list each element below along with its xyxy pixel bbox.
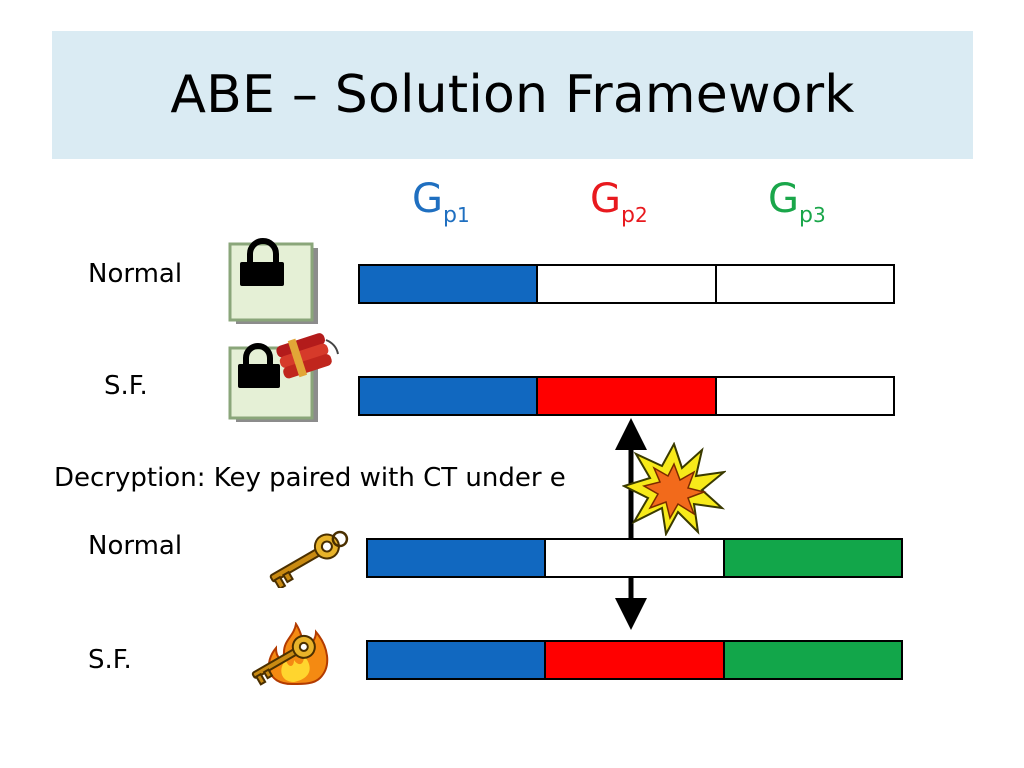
lock-dynamite-icon: [228, 333, 339, 422]
segment-gp1: [360, 378, 537, 414]
segment-gp2: [544, 540, 723, 576]
row-label-ct-normal: Normal: [88, 259, 183, 289]
decryption-caption: Decryption: Key paired with CT under e: [54, 463, 566, 493]
ciphertext-bar-normal: [358, 264, 895, 304]
group-label-gp1: Gp1: [412, 176, 470, 228]
group-gp1-index: 1: [456, 203, 470, 227]
group-gp1-sub: p: [443, 203, 457, 228]
segment-gp3: [722, 642, 901, 678]
group-gp3-index: 3: [812, 203, 826, 227]
group-gp3-sub: p: [799, 203, 813, 228]
key-fire-icon: [251, 622, 329, 686]
segment-gp3: [722, 540, 901, 576]
group-gp2-index: 2: [634, 203, 648, 227]
segment-gp2: [536, 266, 715, 302]
title-banner: ABE – Solution Framework: [52, 31, 973, 159]
segment-gp3: [714, 378, 893, 414]
group-label-gp3: Gp3: [768, 176, 826, 228]
explosion-icon: [622, 442, 726, 536]
key-icon: [269, 530, 349, 588]
slide-title: ABE – Solution Framework: [170, 65, 855, 125]
group-gp3-base: G: [768, 176, 799, 222]
segment-gp3: [714, 266, 893, 302]
group-gp2-base: G: [590, 176, 621, 222]
segment-gp1: [360, 266, 537, 302]
key-bar-sf: [366, 640, 903, 680]
ciphertext-bar-sf: [358, 376, 895, 416]
group-gp1-base: G: [412, 176, 443, 222]
row-label-key-normal: Normal: [88, 531, 183, 561]
segment-gp2: [544, 642, 723, 678]
lock-icon: [228, 238, 318, 324]
segment-gp1: [368, 540, 545, 576]
group-gp2-sub: p: [621, 203, 635, 228]
row-label-key-sf: S.F.: [88, 645, 132, 675]
row-label-ct-sf: S.F.: [104, 371, 148, 401]
segment-gp1: [368, 642, 545, 678]
key-bar-normal: [366, 538, 903, 578]
group-label-gp2: Gp2: [590, 176, 648, 228]
segment-gp2: [536, 378, 715, 414]
